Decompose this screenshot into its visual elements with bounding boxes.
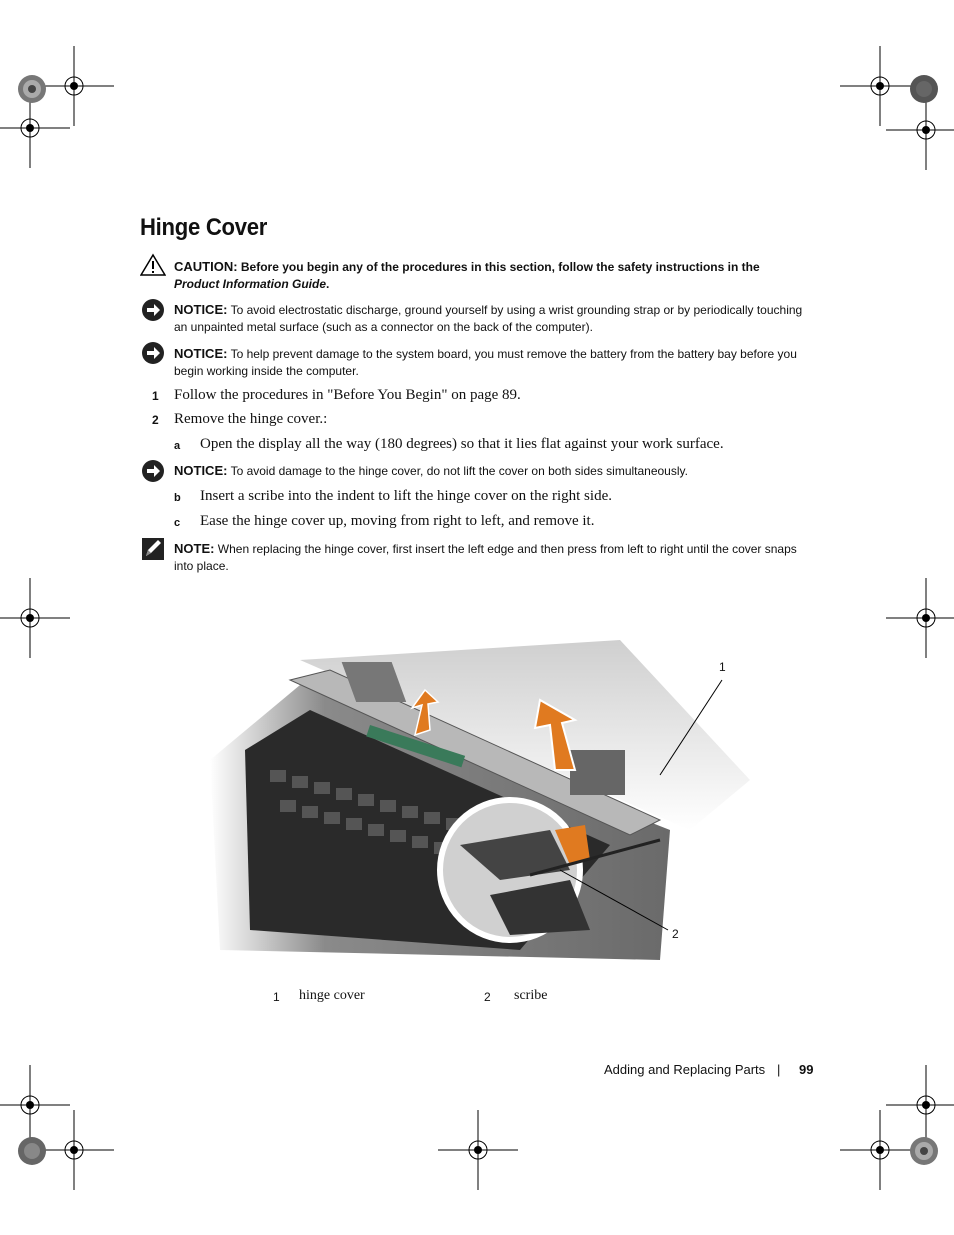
registration-mark-icon	[438, 1110, 518, 1190]
legend-number: 2	[484, 990, 491, 1004]
substep-text: Insert a scribe into the indent to lift …	[200, 488, 612, 504]
registration-mark-icon	[840, 1110, 920, 1190]
legend-label: hinge cover	[299, 988, 365, 1003]
step-number: 2	[152, 413, 159, 427]
substep-letter: c	[174, 517, 181, 529]
notice-text: To avoid damage to the hinge cover, do n…	[230, 464, 688, 478]
registration-mark-icon	[34, 1110, 114, 1190]
notice-icon	[142, 342, 164, 364]
footer-separator: |	[777, 1062, 781, 1077]
caution-label: CAUTION:	[174, 259, 238, 274]
notice-label: NOTICE:	[174, 463, 228, 478]
registration-mark-icon	[34, 46, 114, 126]
caution-triangle-icon	[140, 253, 166, 276]
registration-mark-icon	[886, 578, 954, 658]
substep-a: a Open the display all the way (180 degr…	[174, 435, 820, 453]
caution-guide: Product Information Guide	[174, 277, 326, 291]
notice-callout: NOTICE: To avoid electrostatic discharge…	[174, 301, 804, 336]
substep-letter: b	[174, 492, 181, 504]
registration-mark-icon	[0, 1065, 70, 1145]
footer-section: Adding and Replacing Parts	[604, 1062, 766, 1077]
step-text: Follow the procedures in "Before You Beg…	[174, 387, 521, 403]
notice-text: To help prevent damage to the system boa…	[174, 347, 797, 378]
color-target-icon	[18, 75, 46, 103]
substep-b: b Insert a scribe into the indent to lif…	[174, 487, 820, 505]
substep-c: c Ease the hinge cover up, moving from r…	[174, 512, 820, 530]
page-number: 99	[799, 1062, 814, 1077]
caution-end: .	[326, 277, 330, 291]
page-title: Hinge Cover	[140, 214, 268, 241]
color-target-icon	[910, 75, 938, 103]
figure-callout-1: 1	[719, 660, 726, 674]
caution-callout: CAUTION: Before you begin any of the pro…	[174, 258, 804, 293]
notice-icon	[142, 460, 164, 482]
substep-text: Ease the hinge cover up, moving from rig…	[200, 513, 595, 529]
registration-mark-icon	[886, 90, 954, 170]
notice-icon	[142, 299, 164, 321]
notice-label: NOTICE:	[174, 302, 228, 317]
substep-letter: a	[174, 440, 181, 452]
note-pencil-icon	[142, 538, 164, 560]
note-text: When replacing the hinge cover, first in…	[174, 542, 797, 573]
step-text: Remove the hinge cover.:	[174, 411, 328, 427]
registration-mark-icon	[840, 46, 920, 126]
registration-mark-icon	[886, 1065, 954, 1145]
note-label: NOTE:	[174, 541, 215, 556]
notice-callout: NOTICE: To avoid damage to the hinge cov…	[174, 462, 804, 480]
color-target-icon	[910, 1137, 938, 1165]
caution-text: Before you begin any of the procedures i…	[240, 260, 760, 274]
legend-number: 1	[273, 990, 280, 1004]
hinge-cover-illustration	[210, 640, 750, 960]
notice-text: To avoid electrostatic discharge, ground…	[174, 303, 803, 334]
note-callout: NOTE: When replacing the hinge cover, fi…	[174, 540, 804, 575]
notice-callout: NOTICE: To help prevent damage to the sy…	[174, 345, 804, 380]
step-2: 2 Remove the hinge cover.:	[152, 410, 804, 428]
substep-text: Open the display all the way (180 degree…	[200, 436, 724, 452]
registration-mark-icon	[0, 578, 70, 658]
color-target-icon	[18, 1137, 46, 1165]
step-number: 1	[152, 389, 159, 403]
legend-label: scribe	[514, 988, 548, 1003]
notice-label: NOTICE:	[174, 346, 228, 361]
figure-callout-2: 2	[672, 927, 679, 941]
step-1: 1 Follow the procedures in "Before You B…	[152, 386, 804, 404]
